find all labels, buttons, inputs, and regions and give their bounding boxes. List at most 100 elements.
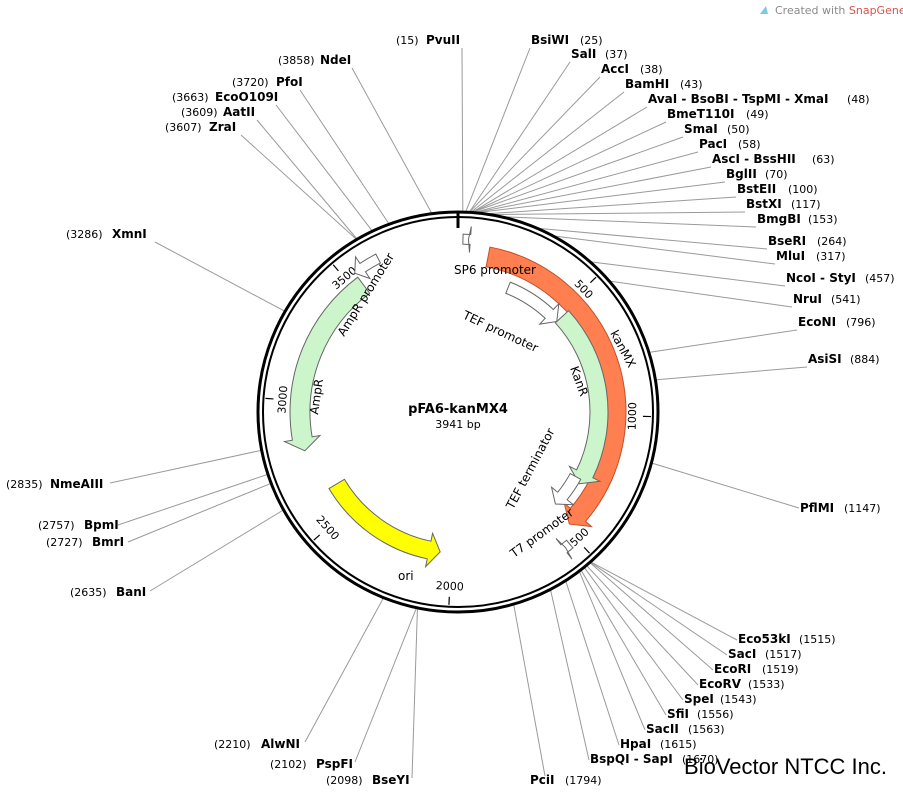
credit-brand: SnapGene (849, 4, 903, 17)
site-bsiwi: BsiWI (25) (531, 33, 603, 47)
site-acci-pos: (38) (640, 63, 663, 76)
site-ncoi-group-name: NcoI - StyI (786, 271, 856, 285)
leader-line (579, 571, 646, 731)
site-alwni: (2210) AlwNI (214, 737, 300, 751)
site-nmeaiii-name: NmeAIII (50, 477, 103, 491)
leader-line (580, 570, 667, 716)
site-zrai: (3607) ZraI (165, 120, 236, 134)
site-spei-pos: (1543) (720, 693, 757, 706)
site-bmet110i-pos: (49) (746, 108, 769, 121)
site-smai-pos: (50) (727, 123, 750, 136)
site-sacii-name: SacII (646, 722, 679, 736)
leader-line (565, 581, 620, 746)
site-alwni-pos: (2210) (214, 738, 251, 751)
site-sacii-pos: (1563) (688, 723, 725, 736)
kanr-arrow (554, 309, 609, 485)
leader-line (461, 47, 464, 212)
feature-label-t7-promoter: T7 promoter (507, 505, 576, 561)
site-bpmi-name: BpmI (84, 518, 119, 532)
site-eco53ki: Eco53kI(1515) (738, 632, 836, 646)
site-nrui: NruI(541) (793, 292, 861, 306)
site-ecori-name: EcoRI (714, 662, 751, 676)
site-hpai-name: HpaI (620, 737, 651, 751)
site-pcii-pos: (1794) (565, 774, 602, 787)
leader-line (354, 608, 417, 763)
site-ecorv-pos: (1533) (748, 678, 785, 691)
leader-line (304, 598, 384, 743)
sp6-promoter-arrow (462, 226, 472, 253)
site-zrai-pos: (3607) (165, 121, 202, 134)
site-ecorv: EcoRV(1533) (699, 677, 785, 691)
leader-line (610, 280, 793, 308)
site-bani: (2635)BanI (70, 585, 146, 599)
site-zrai-name: ZraI (209, 120, 236, 134)
site-mlui-pos: (317) (816, 250, 846, 263)
site-bstxi-pos: (117) (791, 198, 821, 211)
leader-line (591, 561, 738, 641)
site-nmeaiii-pos: (2835) (6, 478, 43, 491)
site-avai-group: AvaI - BsoBI - TspMI - XmaI(48) (648, 92, 870, 106)
site-sali: SalI(37) (571, 47, 628, 61)
site-bmri: (2727)BmrI (46, 535, 124, 549)
site-sali-name: SalI (571, 47, 596, 61)
site-ecori: EcoRI(1519) (714, 662, 799, 676)
site-bmgbi-pos: (153) (808, 213, 838, 226)
site-pfoi-pos: (3720) (232, 76, 269, 89)
ori-arrow (328, 478, 441, 569)
site-saci: SacI(1517) (728, 647, 802, 661)
leader-line (586, 565, 699, 686)
leader-line (299, 89, 390, 224)
feature-label-sp6-promoter: SP6 promoter (454, 263, 536, 277)
site-smai-name: SmaI (684, 122, 718, 136)
site-pcii: PciI (1794) (530, 773, 602, 787)
svg-text:Created with SnapGene®: Created with SnapGene® (775, 4, 903, 17)
site-bglii-pos: (70) (765, 168, 788, 181)
site-bspqi-group-pos: (1670) (682, 753, 719, 766)
site-bseyi-name: BseYI (372, 773, 410, 787)
site-paci-name: PacI (699, 137, 727, 151)
site-labels-right: PciI(1794) BsiWI(25) SalI(37) AccI(38) B… (530, 33, 895, 787)
leader-line (240, 134, 357, 240)
credit-prefix: Created with (775, 4, 849, 17)
leader-line (275, 104, 373, 231)
site-smai: SmaI (50) (684, 122, 750, 136)
site-ecoo109i-name: EcoO109I (215, 90, 278, 104)
site-econi: EcoNI (796) (798, 315, 876, 329)
site-bmet110i: BmeT110I(49) (667, 107, 769, 121)
site-pspfi-pos: (2102) (270, 758, 307, 771)
site-pspfi: (2102) PspFI (270, 757, 353, 771)
leader-line (473, 106, 648, 213)
leader-line (591, 261, 786, 287)
tef-terminator-arrow (550, 472, 582, 506)
site-pvuii-pos: (15) (396, 34, 419, 47)
site-alwni-name: AlwNI (261, 737, 300, 751)
leader-line (351, 67, 432, 213)
site-eco53ki-pos: (1515) (799, 633, 836, 646)
leader-line (652, 462, 800, 509)
snapgene-credit: Created with SnapGene® (760, 4, 903, 17)
site-econi-pos: (796) (846, 316, 876, 329)
site-aatii-name: AatII (223, 105, 255, 119)
site-pcii-name: PciI (530, 773, 555, 787)
site-econi-name: EcoNI (798, 315, 836, 329)
site-pspfi-name: PspFI (316, 757, 353, 771)
site-spei-name: SpeI (684, 692, 714, 706)
site-saci-pos: (1517) (765, 648, 802, 661)
tick-mark (589, 276, 597, 284)
site-bmri-pos: (2727) (46, 536, 83, 549)
tick-mark (583, 546, 591, 554)
feature-label-tef-promoter: TEF promoter (460, 308, 541, 356)
leader-line (590, 562, 728, 656)
site-bsiwi-pos: (25) (580, 34, 603, 47)
site-bamhi-pos: (43) (680, 78, 703, 91)
leader-line (649, 329, 798, 353)
site-bsiwi-name: BsiWI (531, 33, 569, 47)
leader-line (117, 474, 268, 526)
site-aatii-pos: (3609) (181, 106, 218, 119)
leader-line (506, 216, 757, 228)
site-asisi: AsiSI(884) (808, 352, 880, 366)
site-ecoo109i: (3663)EcoO109I (172, 90, 278, 104)
site-ndei-pos: (3858) (278, 54, 315, 67)
leader-line (540, 228, 768, 250)
